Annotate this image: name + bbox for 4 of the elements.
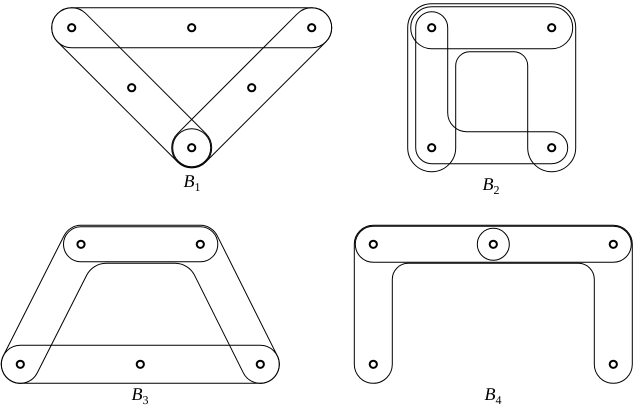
subfigure-label: B$_{4}$ — [484, 384, 502, 404]
subfigure-label: B$_{3}$ — [132, 384, 148, 404]
subfigure-label: B$_{2}$ — [482, 174, 500, 194]
subfigure-label: B$_{1}$ — [184, 171, 200, 191]
